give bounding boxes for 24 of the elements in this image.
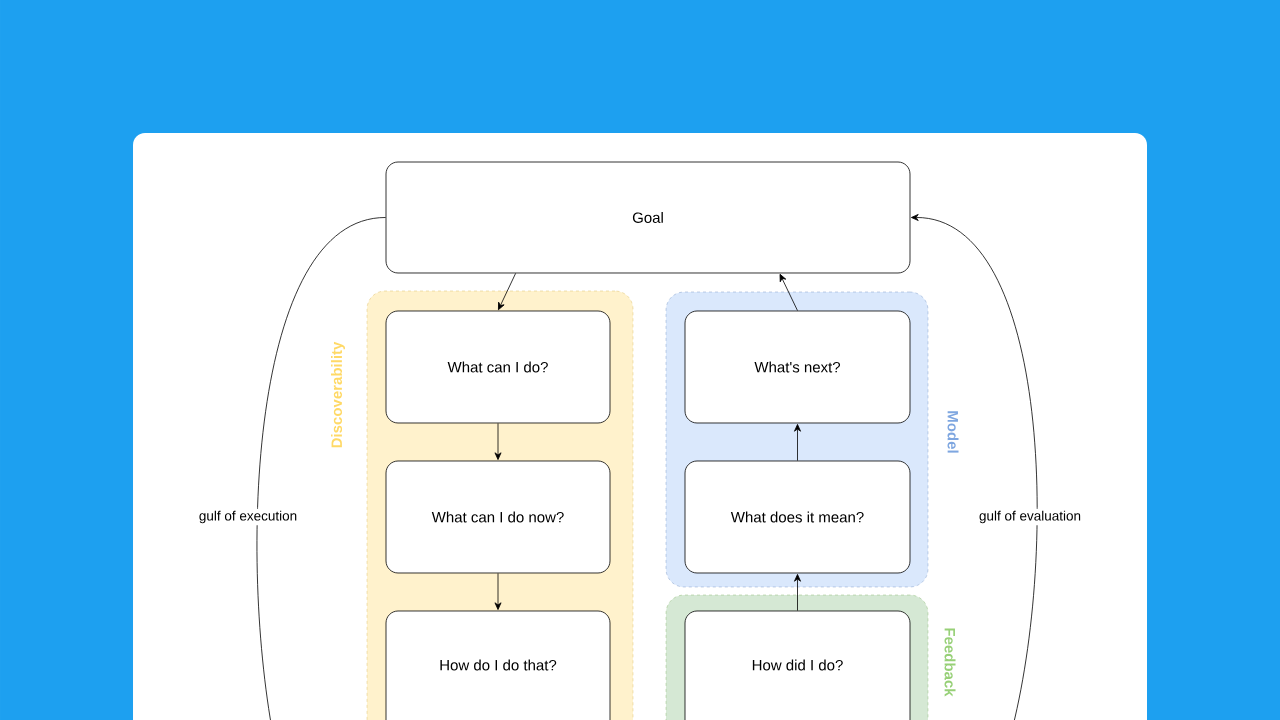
process-box [385,161,911,274]
process-box [684,310,911,424]
arrow [494,423,502,460]
arrow [794,574,801,611]
box-label: How did I do? [752,659,843,671]
group-title: Model [947,411,959,453]
arrow [494,573,502,610]
box-label: What can I do now? [431,511,564,523]
arrow [498,273,516,311]
process-box [684,610,911,720]
process-box [385,310,611,424]
process-box [385,610,611,720]
process-box [385,460,611,574]
box-label: What can I do? [447,361,548,373]
arrow [911,214,1038,720]
box-label: What's next? [754,361,841,373]
box-label: What does it mean? [730,511,864,523]
box-label: Goal [632,212,663,223]
arrow [779,273,798,311]
box-label: How do I do that? [440,659,557,671]
process-box [684,460,911,574]
group-title: Discoverability [331,341,345,448]
group-title: Feedback [944,628,956,697]
arrow [794,424,801,461]
